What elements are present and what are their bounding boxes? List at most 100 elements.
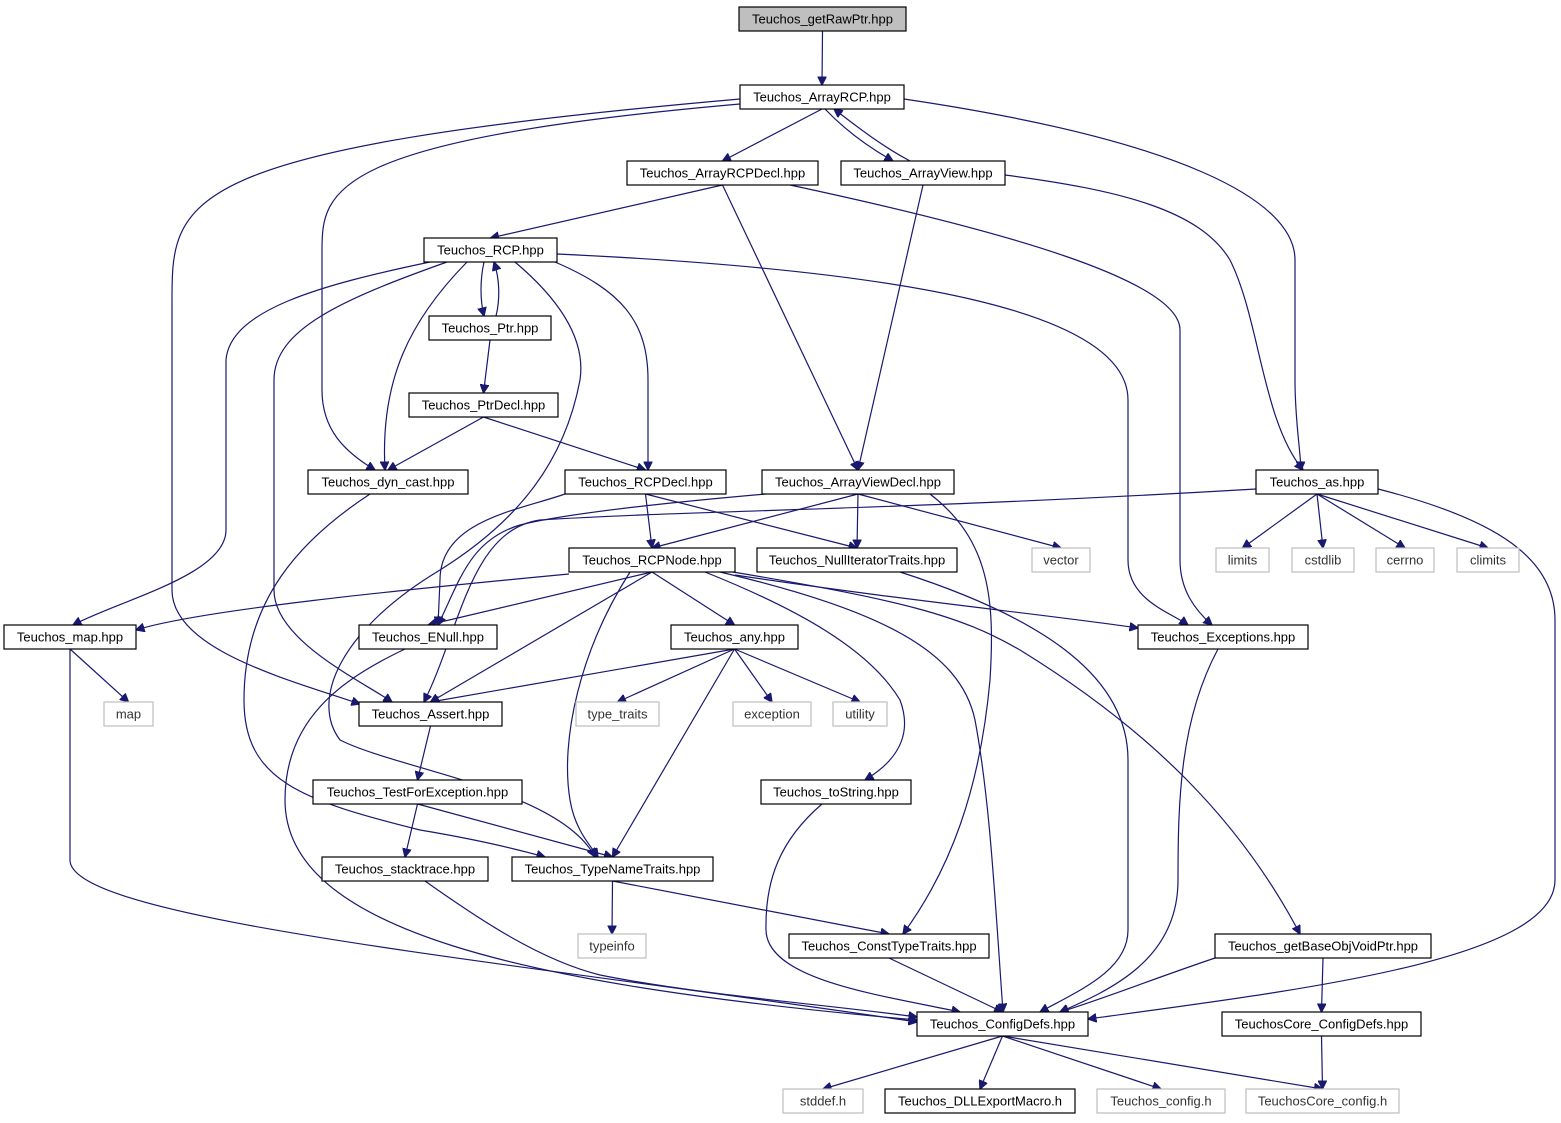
node-label: limits: [1228, 553, 1258, 568]
node-RCP[interactable]: Teuchos_RCP.hpp: [423, 237, 558, 263]
node-RCPDecl[interactable]: Teuchos_RCPDecl.hpp: [564, 469, 727, 495]
edge-ArrayView-to-ArrayRCP: [834, 109, 911, 162]
node-NullIteratorTraits[interactable]: Teuchos_NullIteratorTraits.hpp: [756, 547, 958, 573]
edge-Exceptions-to-ConfigDefs: [1060, 648, 1219, 1012]
node-box: [577, 933, 647, 959]
node-box: [1221, 1011, 1422, 1037]
node-box: [626, 160, 819, 186]
edge-NullIteratorTraits-to-ConfigDefs: [899, 571, 1129, 1012]
edge-RCP-to-RCPDecl: [554, 261, 648, 470]
node-DLLExportMacro[interactable]: Teuchos_DLLExportMacro.h: [884, 1088, 1076, 1114]
edge-ConfigDefs-to-CoreConfig_h: [1002, 1035, 1323, 1089]
node-any[interactable]: Teuchos_any.hpp: [670, 624, 799, 650]
node-label: Teuchos_NullIteratorTraits.hpp: [769, 553, 946, 568]
node-box: [1215, 547, 1270, 573]
node-TypeNameTraits[interactable]: Teuchos_TypeNameTraits.hpp: [511, 856, 714, 882]
node-ArrayView[interactable]: Teuchos_ArrayView.hpp: [840, 160, 1006, 186]
edge-as-to-climits: [1316, 493, 1488, 548]
node-Ptr[interactable]: Teuchos_Ptr.hpp: [428, 315, 552, 341]
node-box: [756, 547, 958, 573]
edge-as-to-cerrno: [1316, 493, 1405, 548]
edge-dyn_cast-to-TypeNameTraits: [243, 493, 545, 857]
node-dyn_cast[interactable]: Teuchos_dyn_cast.hpp: [307, 469, 469, 495]
node-RCPNode[interactable]: Teuchos_RCPNode.hpp: [568, 547, 736, 573]
node-box: [670, 624, 799, 650]
node-PtrDecl[interactable]: Teuchos_PtrDecl.hpp: [408, 392, 559, 418]
node-box: [568, 547, 736, 573]
node-utility: utility: [832, 701, 888, 727]
node-label: Teuchos_RCPDecl.hpp: [578, 475, 712, 490]
node-cstdlib: cstdlib: [1291, 547, 1355, 573]
edge-Assert-to-TestForException: [418, 725, 432, 780]
node-label: Teuchos_config.h: [1110, 1094, 1211, 1109]
node-box: [1096, 1088, 1226, 1114]
node-ArrayViewDecl[interactable]: Teuchos_ArrayViewDecl.hpp: [761, 469, 955, 495]
node-toString[interactable]: Teuchos_toString.hpp: [760, 779, 912, 805]
edge-ConfigDefs-to-stddef: [823, 1035, 1003, 1089]
node-vector: vector: [1031, 547, 1091, 573]
node-ArrayRCPDecl[interactable]: Teuchos_ArrayRCPDecl.hpp: [626, 160, 819, 186]
node-as[interactable]: Teuchos_as.hpp: [1255, 469, 1379, 495]
node-label: Teuchos_toString.hpp: [773, 785, 899, 800]
node-stacktrace[interactable]: Teuchos_stacktrace.hpp: [321, 856, 489, 882]
edge-RCPNode-to-TypeNameTraits: [566, 571, 631, 857]
edge-ArrayViewDecl-to-vector: [857, 493, 1061, 548]
edge-RCP-to-Exceptions: [556, 253, 1188, 625]
edge-RCPNode-to-ENull: [428, 571, 653, 625]
node-box: [1375, 547, 1435, 573]
edge-ArrayRCPDecl-to-Exceptions: [789, 184, 1212, 625]
node-label: Teuchos_getBaseObjVoidPtr.hpp: [1228, 939, 1418, 954]
node-typeinfo: typeinfo: [577, 933, 647, 959]
edge-as-to-cstdlib: [1316, 493, 1323, 548]
edge-as-to-limits: [1243, 493, 1318, 548]
edge-RCP-to-Ptr: [481, 261, 484, 316]
node-getRawPtr[interactable]: Teuchos_getRawPtr.hpp: [738, 6, 907, 32]
node-TestForException[interactable]: Teuchos_TestForException.hpp: [312, 779, 523, 805]
node-box: [423, 237, 558, 263]
edge-RCPNode-to-getBaseObjVoidPtr: [732, 571, 1300, 934]
node-label: Teuchos_TestForException.hpp: [327, 785, 508, 800]
node-box: [103, 701, 154, 727]
node-ENull[interactable]: Teuchos_ENull.hpp: [358, 624, 498, 650]
node-box: [761, 469, 955, 495]
node-label: map: [116, 707, 141, 722]
node-box: [564, 469, 727, 495]
edge-ArrayRCP-to-Assert: [171, 98, 741, 704]
node-label: cstdlib: [1305, 553, 1342, 568]
node-label: stddef.h: [800, 1094, 846, 1109]
edge-TestForException-to-stacktrace: [405, 803, 419, 857]
node-label: Teuchos_ENull.hpp: [372, 630, 484, 645]
edge-ArrayRCP-to-dyn_cast: [321, 103, 741, 470]
node-label: exception: [744, 707, 800, 722]
node-ConfigDefs[interactable]: Teuchos_ConfigDefs.hpp: [916, 1011, 1089, 1037]
node-Assert[interactable]: Teuchos_Assert.hpp: [358, 701, 503, 727]
edge-RCPNode-to-toString: [704, 571, 906, 780]
node-label: vector: [1043, 553, 1079, 568]
node-label: Teuchos_Exceptions.hpp: [1151, 630, 1296, 645]
node-label: Teuchos_ConstTypeTraits.hpp: [801, 939, 976, 954]
node-label: Teuchos_ArrayViewDecl.hpp: [775, 475, 941, 490]
edge-ArrayViewDecl-to-RCPNode: [652, 493, 859, 548]
node-box: [312, 779, 523, 805]
edge-RCPNode-to-ConfigDefs: [719, 571, 1003, 1012]
node-ArrayRCP[interactable]: Teuchos_ArrayRCP.hpp: [739, 84, 905, 110]
edge-any-to-exception: [734, 648, 773, 702]
node-label: Teuchos_as.hpp: [1270, 475, 1365, 490]
node-stddef: stddef.h: [782, 1088, 864, 1114]
node-type_traits: type_traits: [575, 701, 660, 727]
node-ConstTypeTraits[interactable]: Teuchos_ConstTypeTraits.hpp: [788, 933, 990, 959]
node-box: [782, 1088, 864, 1114]
node-getBaseObjVoidPtr[interactable]: Teuchos_getBaseObjVoidPtr.hpp: [1214, 933, 1432, 959]
node-CoreConfigDefs[interactable]: TeuchosCore_ConfigDefs.hpp: [1221, 1011, 1422, 1037]
edge-as-to-Assert: [424, 488, 1257, 702]
node-box: [307, 469, 469, 495]
node-box: [358, 701, 503, 727]
node-label: TeuchosCore_config.h: [1258, 1094, 1387, 1109]
node-Exceptions[interactable]: Teuchos_Exceptions.hpp: [1137, 624, 1309, 650]
edge-RCPNode-to-map_hpp: [136, 573, 570, 630]
node-map_hpp[interactable]: Teuchos_map.hpp: [3, 624, 137, 650]
edge-RCP-to-Assert: [273, 261, 448, 702]
edge-toString-to-ConfigDefs: [765, 803, 960, 1012]
nodes: Teuchos_getRawPtr.hppTeuchos_ArrayRCP.hp…: [3, 6, 1520, 1114]
